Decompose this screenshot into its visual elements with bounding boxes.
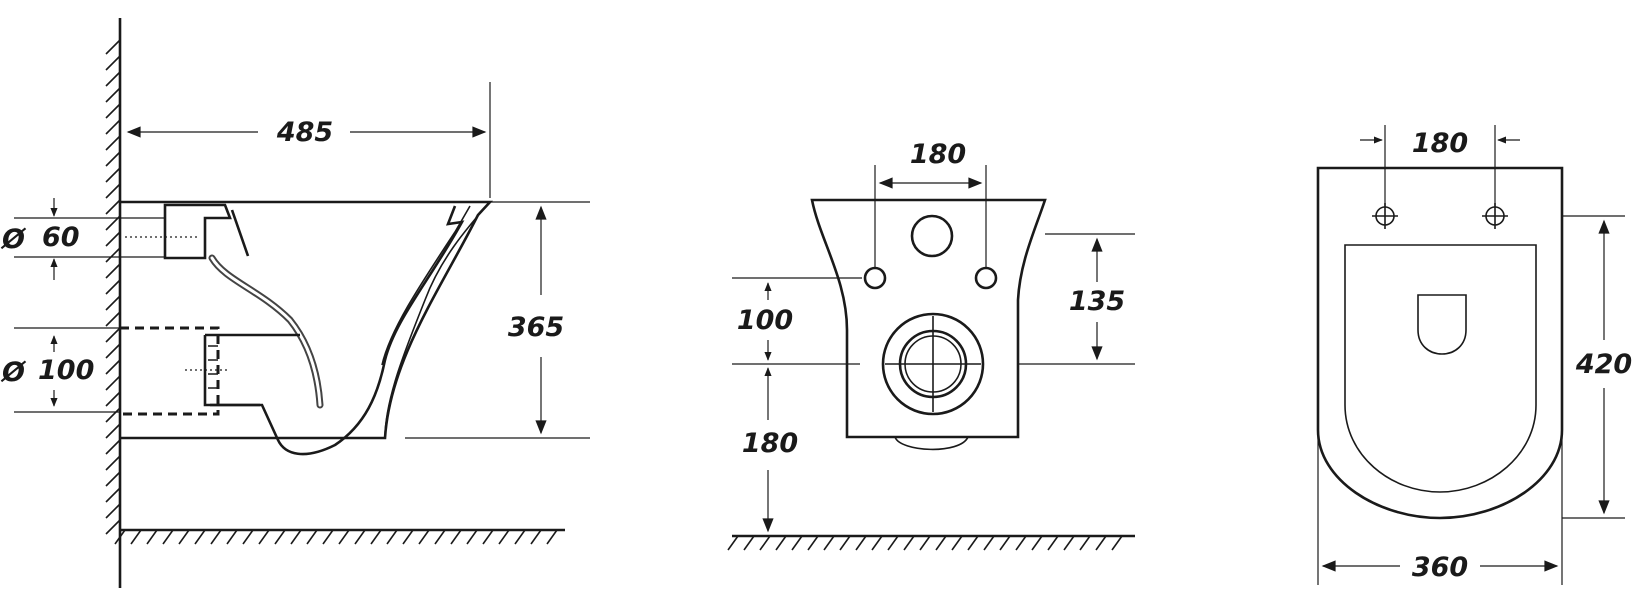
front-body-outline — [810, 198, 1047, 439]
outlet-outer — [881, 312, 985, 416]
flush-channel — [208, 254, 324, 409]
dim-outlet-diameter-label: 100 — [38, 355, 94, 386]
bolt-hole-right — [974, 266, 998, 290]
diameter-symbol-100: Ø — [0, 357, 27, 388]
wall-hatching — [105, 39, 121, 535]
seat-inner-outline — [1344, 244, 1537, 493]
trapway-inner — [381, 205, 471, 366]
dim-bolt-to-outlet-label: 100 — [737, 305, 793, 336]
floor-hatching — [114, 529, 558, 545]
dim-width-label: 360 — [1412, 552, 1468, 583]
outlet-dashed-pipe — [120, 326, 220, 416]
dim-outlet-to-floor-label: 180 — [742, 428, 798, 459]
outlet-fitting — [203, 333, 300, 407]
trapway-outline — [210, 205, 465, 456]
dim-length-label: 420 — [1575, 349, 1632, 380]
floor-hatching — [727, 535, 1123, 551]
drain-outline — [1417, 294, 1467, 355]
front-bottom-lip — [894, 436, 969, 451]
inlet-opening — [910, 214, 954, 258]
bolt-crosshair-right — [1482, 125, 1508, 229]
inlet-fitting — [163, 203, 232, 260]
dim-bolt-spacing-label: 180 — [910, 139, 966, 170]
bowl-rim-curve — [384, 201, 491, 439]
diameter-symbol-60: Ø — [0, 224, 27, 255]
dim-right-height-label: 135 — [1069, 286, 1125, 317]
inlet-nozzle — [230, 209, 250, 257]
side-view: 485 365 Ø 60 Ø 100 — [0, 18, 590, 588]
dim-inlet-diameter-label: 60 — [42, 222, 80, 253]
seat-outer-outline — [1316, 166, 1564, 520]
bolt-hole-left — [863, 266, 887, 290]
top-view: 180 420 360 — [1316, 125, 1632, 585]
dim-top-bolt-spacing-label: 180 — [1412, 128, 1468, 159]
dim-depth-label: 485 — [276, 117, 333, 148]
front-view: 180 100 180 135 — [727, 139, 1135, 551]
dim-height-label: 365 — [508, 312, 564, 343]
bolt-crosshair-left — [1372, 125, 1398, 229]
